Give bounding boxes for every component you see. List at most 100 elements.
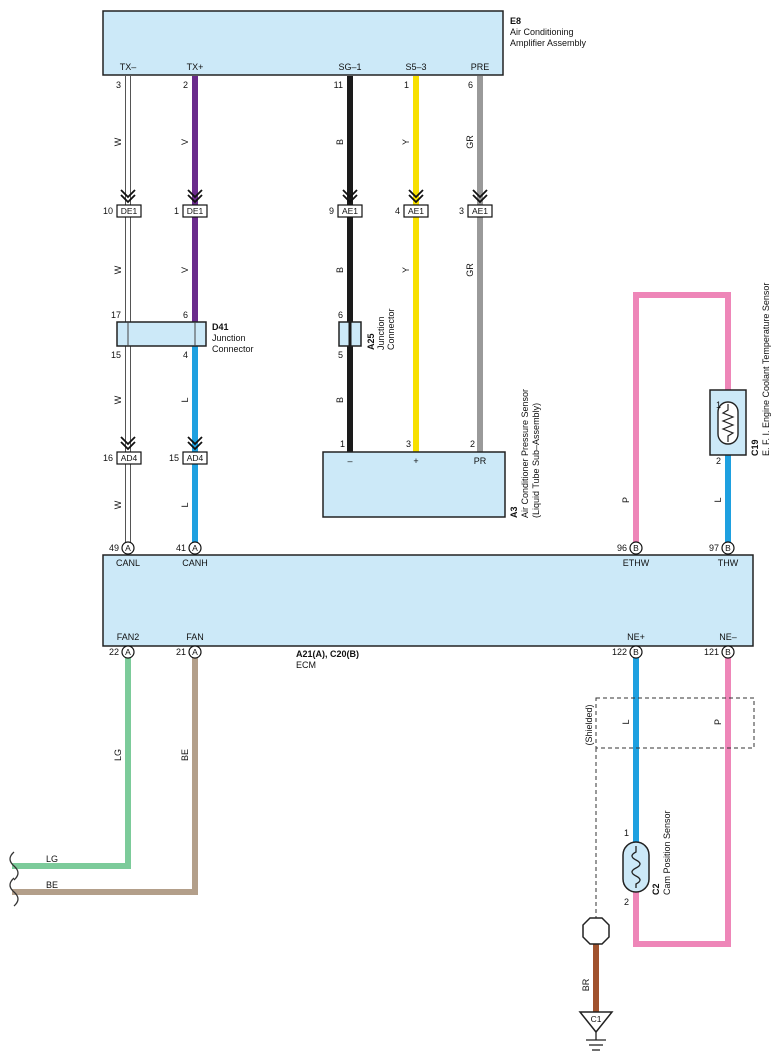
wirecolor-lg-vert: LG	[113, 749, 123, 761]
ground-code: C1	[591, 1014, 602, 1024]
wirecolor-be-horiz: BE	[46, 880, 58, 890]
ecm-pinno-canh: 41	[176, 543, 186, 553]
wirecolor-w-4: W	[113, 500, 123, 509]
wirecolor-l-thw: L	[713, 497, 723, 502]
wirecolor-w-3: W	[113, 395, 123, 404]
a3-name-line2: (Liquid Tube Sub–Assembly)	[531, 403, 541, 518]
e8-pinno-pre: 6	[468, 80, 473, 90]
wirecolor-v-2: V	[180, 267, 190, 273]
ecm-pin-canh: CANH	[182, 558, 208, 568]
ecm-conn-fan	[188, 645, 202, 659]
wirecolor-gr-1: GR	[465, 135, 475, 149]
svg-text:AE1: AE1	[408, 206, 424, 216]
ecm-conn-thw-letter: B	[725, 543, 731, 553]
wire-nem-pink	[633, 658, 731, 947]
ecm-conn-canl-letter: A	[125, 543, 131, 553]
c2-body	[622, 841, 650, 893]
wirecolor-l-3: L	[180, 397, 190, 402]
a3-pinno-plus: 3	[406, 439, 411, 449]
a25-code: A25	[366, 333, 376, 350]
ecm-conn-canh-letter: A	[192, 543, 198, 553]
ecm-pinno-fan2: 22	[109, 647, 119, 657]
wirecolor-w-1: W	[113, 137, 123, 146]
connector-de1-v: DE1	[182, 204, 208, 218]
wire-ethw-pink	[633, 292, 731, 544]
splice-octagon-icon	[582, 917, 610, 945]
ecm-code: A21(A), C20(B)	[296, 649, 359, 659]
c19-pinno-top: 1	[716, 400, 721, 410]
wirecolor-l-nep: L	[621, 719, 631, 724]
svg-text:DE1: DE1	[187, 206, 204, 216]
connector-de1-w: DE1	[116, 204, 142, 218]
c2-pinno-bot: 2	[624, 897, 629, 907]
wirecolor-y-1: Y	[401, 139, 411, 145]
wirecolor-gr-2: GR	[465, 263, 475, 277]
connector-ad4-w: AD4	[116, 451, 142, 465]
d41-name-line2: Connector	[212, 344, 254, 354]
ecm-pin-thw: THW	[718, 558, 739, 568]
ecm-conn-nep	[629, 645, 643, 659]
ecm-box	[102, 554, 754, 647]
d41-pin-w-top: 17	[111, 310, 121, 320]
ecm-pin-nem: NE–	[719, 632, 737, 642]
e8-pin-sg1: SG–1	[338, 62, 361, 72]
ecm-conn-fan2-letter: A	[125, 647, 131, 657]
c2-pinno-top: 1	[624, 828, 629, 838]
e8-pinno-txp: 2	[183, 80, 188, 90]
ecm-conn-nem	[721, 645, 735, 659]
ecm-pinno-thw: 97	[709, 543, 719, 553]
connector-ae1-b: AE1	[337, 204, 363, 218]
d41-name-line1: Junction	[212, 333, 246, 343]
d41-pin-w-bot: 15	[111, 350, 121, 360]
ecm-pinno-nem: 121	[704, 647, 719, 657]
wirecolor-lg-horiz: LG	[46, 854, 58, 864]
e8-name-line1: Air Conditioning	[510, 27, 574, 37]
d41-box	[116, 321, 207, 347]
e8-pinno-sg1: 11	[334, 80, 343, 90]
svg-text:AE1: AE1	[342, 206, 358, 216]
ecm-pin-canl: CANL	[116, 558, 140, 568]
ecm-conn-canl	[121, 541, 135, 555]
a25-pin-bot: 5	[338, 350, 343, 360]
wirecolor-b-2: B	[335, 267, 345, 273]
a3-box	[322, 451, 506, 518]
ecm-pinno-nep: 122	[612, 647, 627, 657]
c19-name: E. F. I. Engine Coolant Temperature Sens…	[761, 283, 771, 456]
c19-pinno-bot: 2	[716, 456, 721, 466]
ecm-conn-ethw-letter: B	[633, 543, 639, 553]
connector-ae1-gr: AE1	[467, 204, 493, 218]
e8-name-line2: Amplifier Assembly	[510, 38, 587, 48]
ae1-pin-b: 9	[329, 206, 334, 216]
ecm-name: ECM	[296, 660, 316, 670]
a25-name-line2: Connector	[386, 308, 396, 350]
ecm-conn-canh	[188, 541, 202, 555]
chevron-icon	[120, 189, 488, 204]
wirecolor-l-4: L	[180, 502, 190, 507]
c2-code: C2	[651, 883, 661, 895]
d41-code: D41	[212, 322, 229, 332]
a3-code: A3	[509, 506, 519, 518]
ae1-pin-gr: 3	[459, 206, 464, 216]
c2-name: Cam Position Sensor	[662, 810, 672, 895]
e8-code: E8	[510, 16, 521, 26]
ecm-pinno-ethw: 96	[617, 543, 627, 553]
de1-pin-v: 1	[174, 206, 179, 216]
svg-text:AD4: AD4	[187, 453, 204, 463]
ecm-conn-ethw	[629, 541, 643, 555]
ecm-pin-nep: NE+	[627, 632, 645, 642]
ecm-conn-fan2	[121, 645, 135, 659]
a25-name-line1: Junction	[376, 316, 386, 350]
wirecolor-y-2: Y	[401, 267, 411, 273]
e8-pin-txm: TX–	[120, 62, 137, 72]
svg-text:AD4: AD4	[121, 453, 138, 463]
connector-ae1-y: AE1	[403, 204, 429, 218]
ecm-pin-fan: FAN	[186, 632, 204, 642]
ecm-conn-nem-letter: B	[725, 647, 731, 657]
a3-pinno-minus: 1	[340, 439, 345, 449]
wirecolor-br: BR	[581, 978, 591, 991]
de1-pin-w: 10	[103, 206, 113, 216]
ad4-pin-l: 15	[169, 453, 179, 463]
ecm-pinno-fan: 21	[176, 647, 186, 657]
ae1-pin-y: 4	[395, 206, 400, 216]
e8-box	[102, 10, 504, 76]
